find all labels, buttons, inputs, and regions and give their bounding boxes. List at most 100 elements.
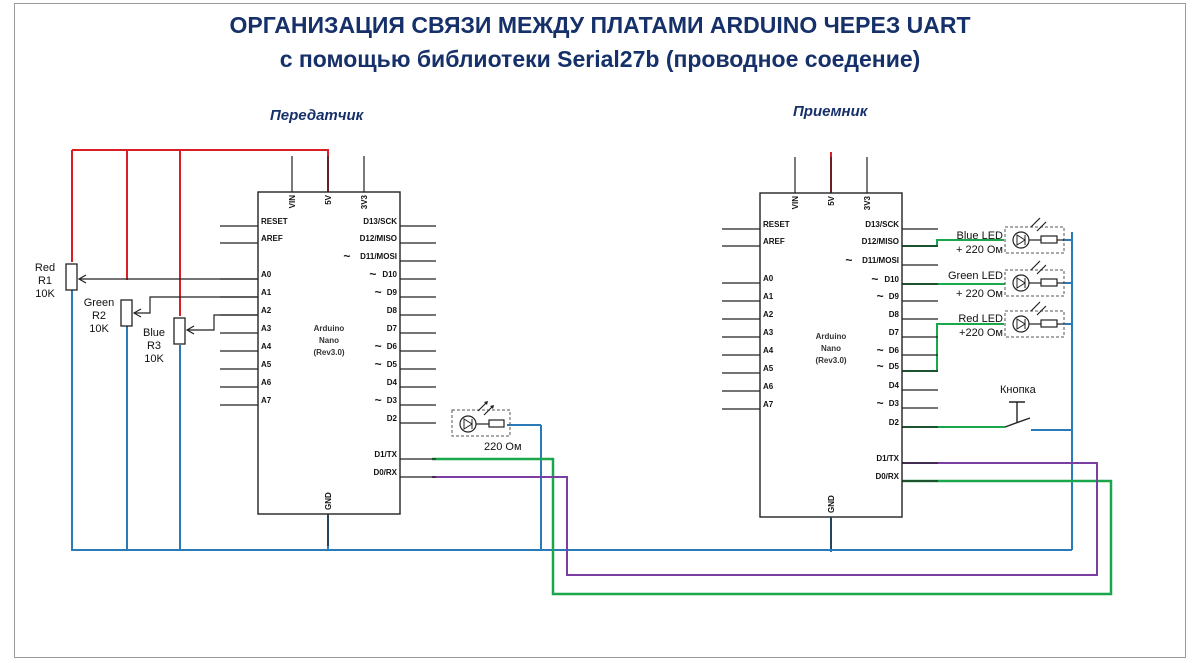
tx-pin-label: D0/RX [373, 468, 397, 477]
button-icon [1004, 401, 1031, 428]
rx-pin-label: A6 [763, 382, 774, 391]
transmitter-label: Передатчик [270, 107, 364, 124]
potentiometer-r1: Red R1 10K [35, 262, 258, 300]
led-icon [1012, 315, 1030, 333]
potentiometer-r3: Blue R3 10K [143, 314, 258, 365]
green-led-wires [902, 239, 1005, 428]
tx-chip-line3: (Rev3.0) [313, 348, 344, 357]
resistor-icon [1040, 235, 1058, 244]
button-label: Кнопка [1000, 384, 1037, 396]
rx-pin-label: D12/MISO [862, 237, 899, 246]
resistor-icon [1040, 278, 1058, 287]
tx-pin-label: A1 [261, 288, 272, 297]
tx-pin-label: A6 [261, 378, 272, 387]
rx-pin-label: VIN [791, 196, 800, 210]
tx-pin-label: D1/TX [374, 450, 397, 459]
rx-pwm-mark: ~ [877, 359, 884, 373]
transmitter-board: RESETAREFA0A1A2A3A4A5A6A7D13/SCKD12/MISO… [220, 156, 436, 546]
rx-pin-label: A1 [763, 292, 774, 301]
rx-pin-label: D7 [889, 328, 900, 337]
led-icon [459, 415, 477, 433]
r3-ref: R3 [147, 340, 161, 352]
led-resistor-label: +220 Ом [959, 327, 1003, 339]
led-label: Red LED [958, 313, 1003, 325]
resistor-icon [1040, 319, 1058, 328]
diagram-frame [14, 3, 1186, 658]
tx-pin-label: A4 [261, 342, 272, 351]
tx-led-resistor-label: 220 Ом [484, 441, 522, 453]
led-label: Blue LED [957, 230, 1004, 242]
button-switch: Кнопка [1000, 384, 1037, 428]
receiver-label: Приемник [793, 103, 868, 120]
rx-pin-label: D13/SCK [865, 220, 899, 229]
rx-pin-label: D3 [889, 399, 900, 408]
tx-gnd-label: GND [324, 492, 333, 510]
r2-name: Green [84, 297, 115, 309]
tx-pin-label: A0 [261, 270, 272, 279]
led-icon [1012, 231, 1030, 249]
diagram-subtitle: с помощью библиотеки Serial27b (проводно… [279, 46, 921, 72]
light-arrows-icon [1030, 260, 1047, 275]
r2-value: 10K [89, 323, 109, 335]
tx-pin-label: A7 [261, 396, 272, 405]
tx-pin-label: A2 [261, 306, 272, 315]
rx-pin-label: D2 [889, 418, 900, 427]
tx-pwm-mark: ~ [375, 357, 382, 371]
receiver-board: RESETAREFA0A1A2A3A4A5A6A7D13/SCKD12/MISO… [722, 157, 938, 549]
rx-chip-line3: (Rev3.0) [815, 356, 846, 365]
light-arrows-icon [1030, 301, 1047, 316]
tx-pin-label: 3V3 [360, 194, 369, 209]
rx-pin-label: D1/TX [876, 454, 899, 463]
tx-pin-label: D4 [387, 378, 398, 387]
rx-pwm-mark: ~ [877, 289, 884, 303]
tx-pin-label: VIN [288, 195, 297, 209]
tx-pin-label: D13/SCK [363, 217, 397, 226]
rx-pin-label: A3 [763, 328, 774, 337]
purple-rx-wire [432, 462, 1098, 576]
rx-chip-line2: Nano [821, 344, 841, 353]
led-label: Green LED [948, 270, 1003, 282]
led-resistor-label: + 220 Ом [956, 244, 1003, 256]
rx-pin-label: 3V3 [863, 195, 872, 210]
tx-pin-label: D10 [382, 270, 397, 279]
rx-pin-label: D11/MOSI [862, 256, 899, 265]
rx-pin-label: A5 [763, 364, 774, 373]
tx-pin-label: D6 [387, 342, 398, 351]
rx-pin-label: D5 [889, 362, 900, 371]
r1-name: Red [35, 262, 55, 274]
tx-pin-label: 5V [324, 194, 333, 204]
rx-pwm-mark: ~ [871, 272, 878, 286]
rx-pwm-mark: ~ [877, 343, 884, 357]
red-5v-wire [71, 149, 329, 316]
blue-gnd-wire [71, 232, 1073, 552]
rx-pin-label: D10 [884, 275, 899, 284]
diagram-title: ОРГАНИЗАЦИЯ СВЯЗИ МЕЖДУ ПЛАТАМИ ARDUINO … [229, 12, 971, 38]
rx-pin-label: AREF [763, 237, 785, 246]
light-arrows-icon [1030, 217, 1047, 232]
receiver-led-module: Green LED + 220 Ом [948, 260, 1065, 300]
tx-pin-label: D5 [387, 360, 398, 369]
led-resistor-label: + 220 Ом [956, 288, 1003, 300]
receiver-led-module: Blue LED + 220 Ом [956, 217, 1065, 256]
tx-pin-label: D2 [387, 414, 398, 423]
rx-pin-label: A7 [763, 400, 774, 409]
tx-pin-label: RESET [261, 217, 288, 226]
rx-chip-line1: Arduino [816, 332, 847, 341]
tx-pwm-mark: ~ [375, 339, 382, 353]
light-arrows-icon [477, 401, 494, 416]
tx-pwm-mark: ~ [375, 285, 382, 299]
tx-chip-line1: Arduino [314, 324, 345, 333]
potentiometer-r2: Green R2 10K [84, 296, 258, 335]
rx-pin-label: A4 [763, 346, 774, 355]
rx-pin-label: D9 [889, 292, 900, 301]
tx-chip-line2: Nano [319, 336, 339, 345]
receiver-led-module: Red LED +220 Ом [958, 301, 1065, 339]
tx-pin-label: AREF [261, 234, 283, 243]
tx-pwm-mark: ~ [369, 267, 376, 281]
rx-pin-label: D4 [889, 381, 900, 390]
led-icon [1012, 274, 1030, 292]
rx-pin-label: 5V [827, 195, 836, 205]
tx-pin-label: D11/MOSI [360, 252, 397, 261]
tx-pin-label: A5 [261, 360, 272, 369]
r1-value: 10K [35, 288, 55, 300]
